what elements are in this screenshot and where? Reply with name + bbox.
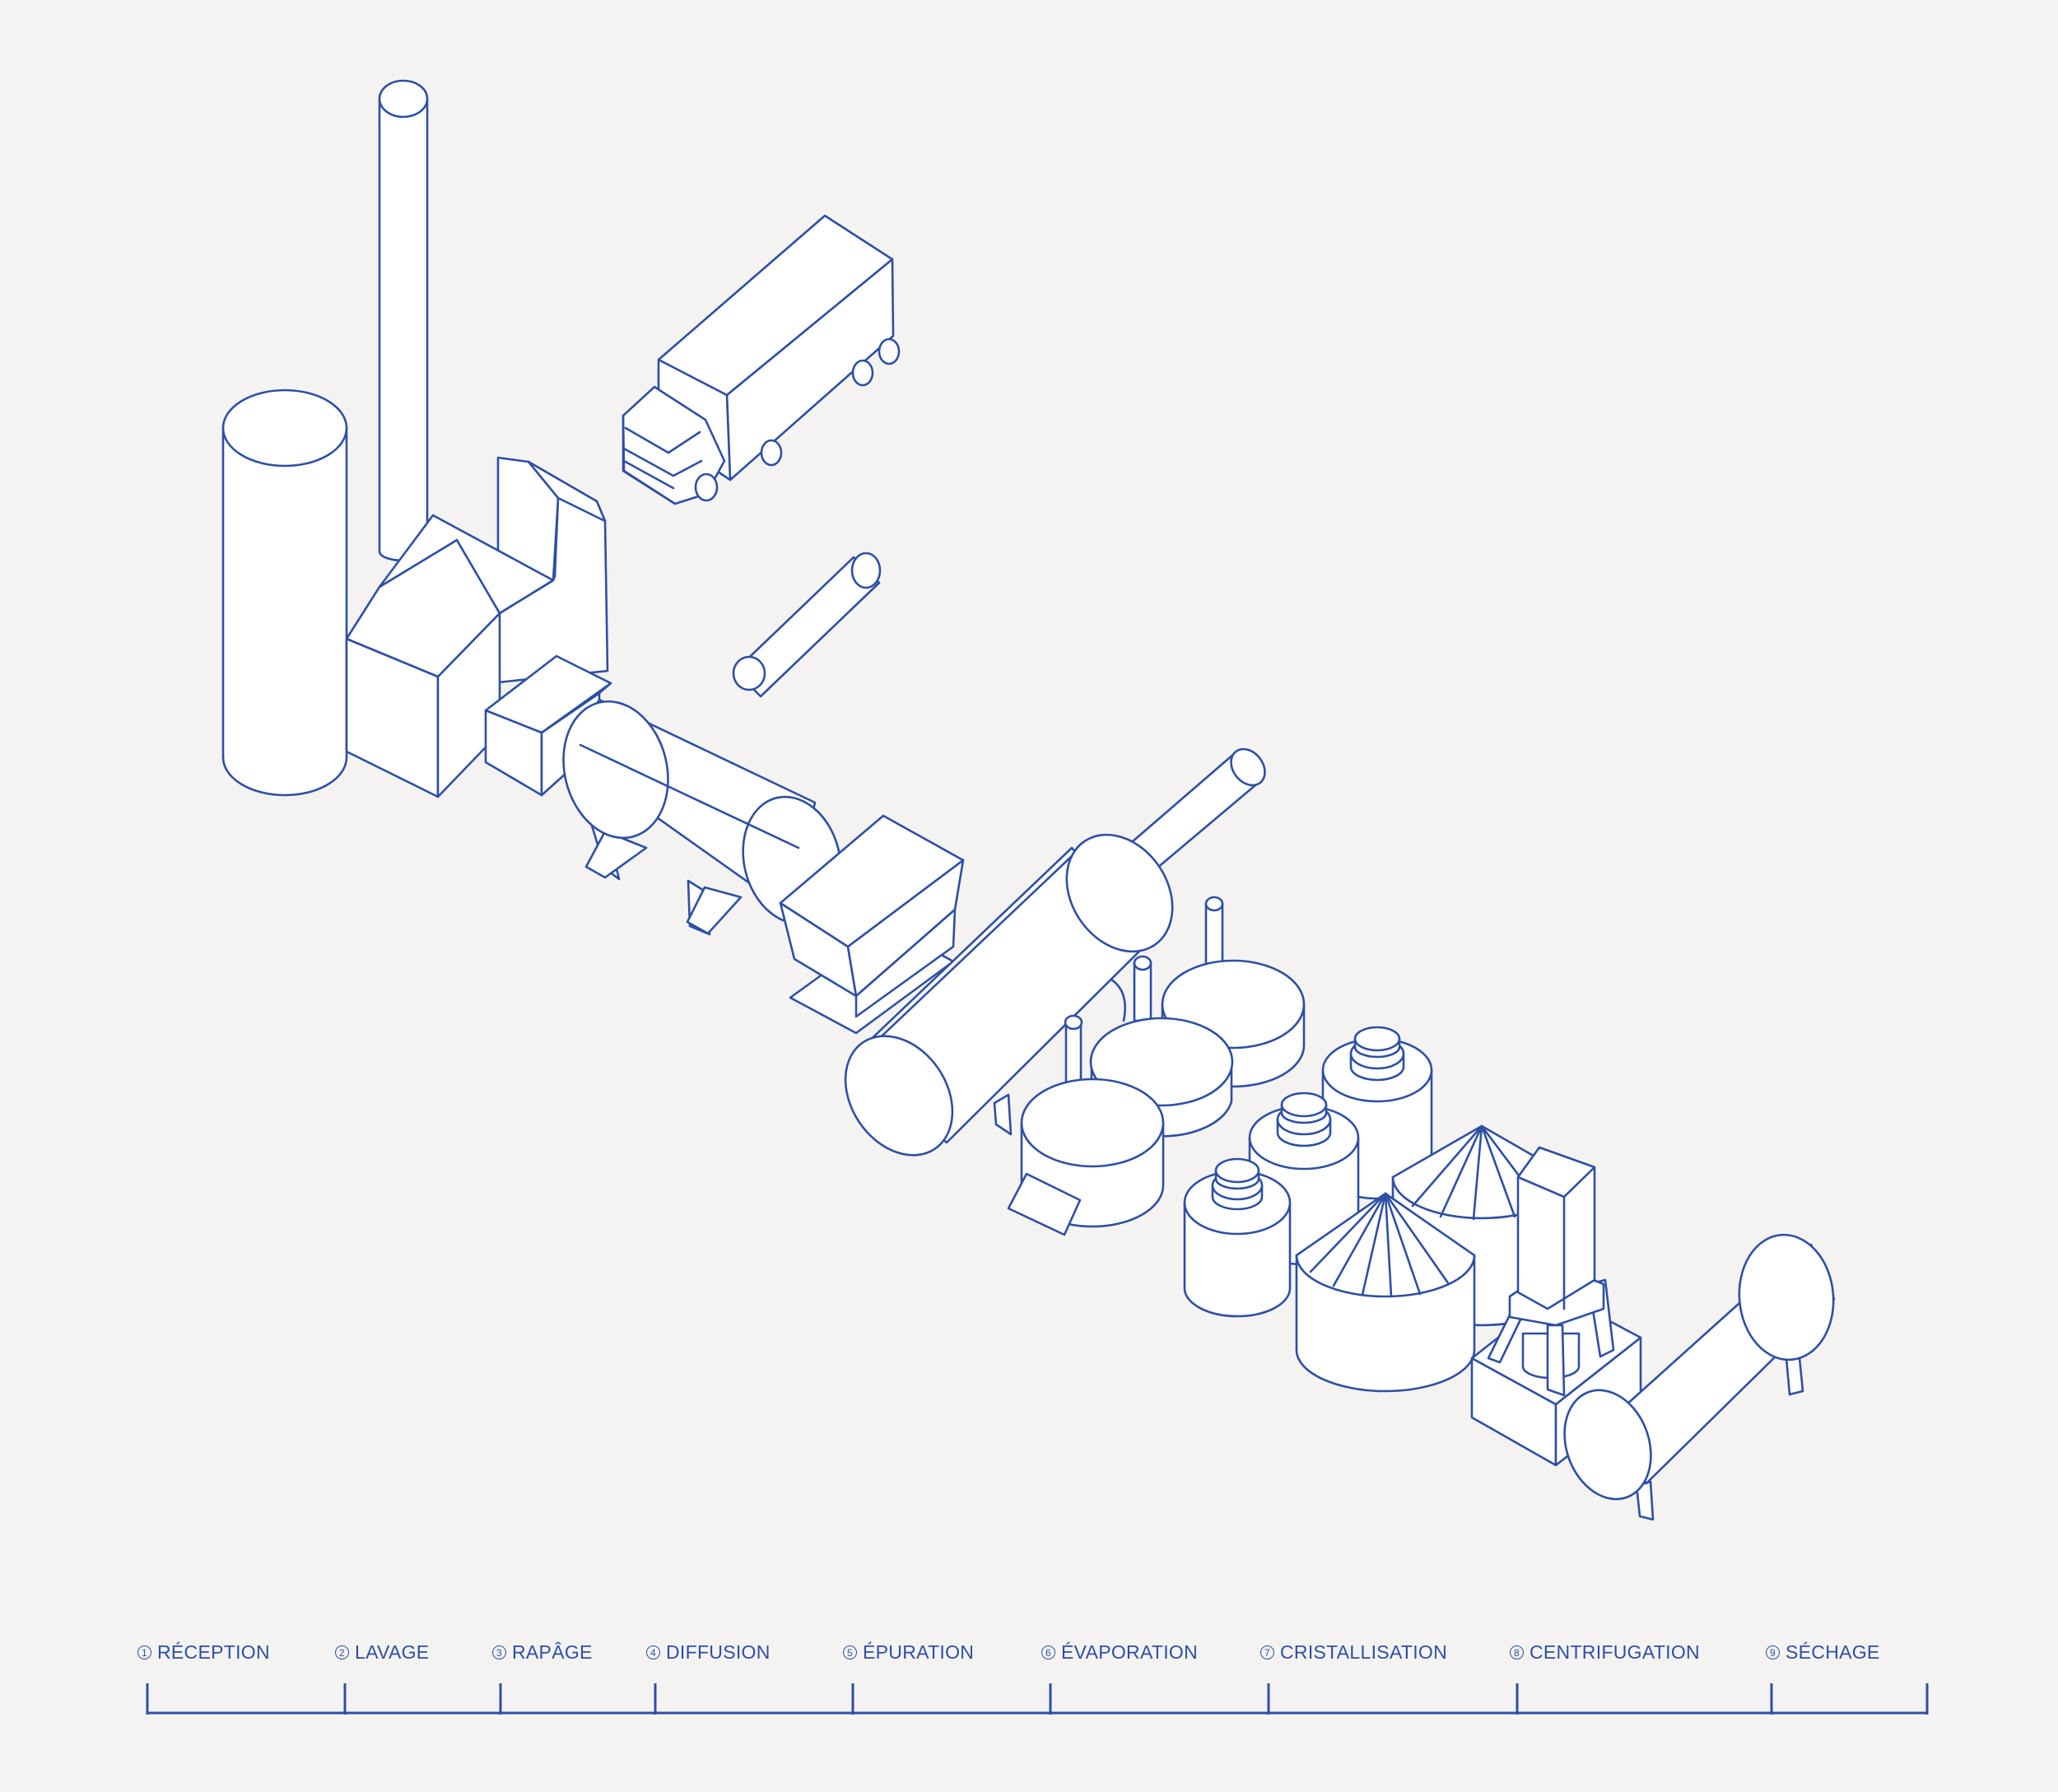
step-number: 5 bbox=[843, 1645, 857, 1659]
step-lavage: 2 LAVAGE bbox=[335, 1641, 429, 1664]
step-number: 7 bbox=[1260, 1645, 1274, 1659]
feed-hopper bbox=[779, 814, 965, 1035]
step-label: ÉVAPORATION bbox=[1061, 1641, 1199, 1663]
step-sechage: 9 SÉCHAGE bbox=[1766, 1641, 1880, 1664]
step-label: SÉCHAGE bbox=[1786, 1641, 1880, 1663]
dryer-tank bbox=[1563, 1233, 1836, 1521]
step-label: RÉCEPTION bbox=[157, 1641, 270, 1663]
diffuser-tank bbox=[844, 747, 1266, 1157]
step-label: LAVAGE bbox=[355, 1641, 430, 1663]
step-label: ÉPURATION bbox=[863, 1641, 975, 1663]
step-cristallisation: 7 CRISTALLISATION bbox=[1260, 1641, 1447, 1664]
step-evaporation: 6 ÉVAPORATION bbox=[1041, 1641, 1198, 1664]
step-epuration: 5 ÉPURATION bbox=[843, 1641, 974, 1664]
step-number: 2 bbox=[335, 1645, 349, 1659]
rotary-drum bbox=[562, 698, 842, 936]
delivery-truck bbox=[622, 214, 901, 505]
step-diffusion: 4 DIFFUSION bbox=[646, 1641, 771, 1664]
evaporator-tanks bbox=[1007, 959, 1306, 1236]
step-label: RAPÂGE bbox=[512, 1641, 593, 1663]
step-number: 1 bbox=[137, 1645, 151, 1659]
step-number: 3 bbox=[492, 1645, 506, 1659]
step-number: 8 bbox=[1510, 1645, 1524, 1659]
step-label: CRISTALLISATION bbox=[1280, 1641, 1448, 1663]
step-number: 9 bbox=[1766, 1645, 1780, 1659]
crystallizer-tanks bbox=[1183, 1026, 1433, 1318]
step-reception: 1 RÉCEPTION bbox=[137, 1641, 270, 1664]
step-centrifugation: 8 CENTRIFUGATION bbox=[1510, 1641, 1700, 1664]
step-label: DIFFUSION bbox=[666, 1641, 771, 1663]
step-number: 4 bbox=[646, 1645, 660, 1659]
step-label: CENTRIFUGATION bbox=[1530, 1641, 1700, 1663]
step-number: 6 bbox=[1041, 1645, 1055, 1659]
transfer-pipe bbox=[732, 552, 882, 698]
storage-silo bbox=[221, 389, 348, 797]
epuration-pipes bbox=[1064, 896, 1224, 1087]
centrifuge-unit bbox=[1470, 1146, 1642, 1467]
step-rapage: 3 RAPÂGE bbox=[492, 1641, 593, 1664]
boiler-building bbox=[345, 456, 609, 798]
